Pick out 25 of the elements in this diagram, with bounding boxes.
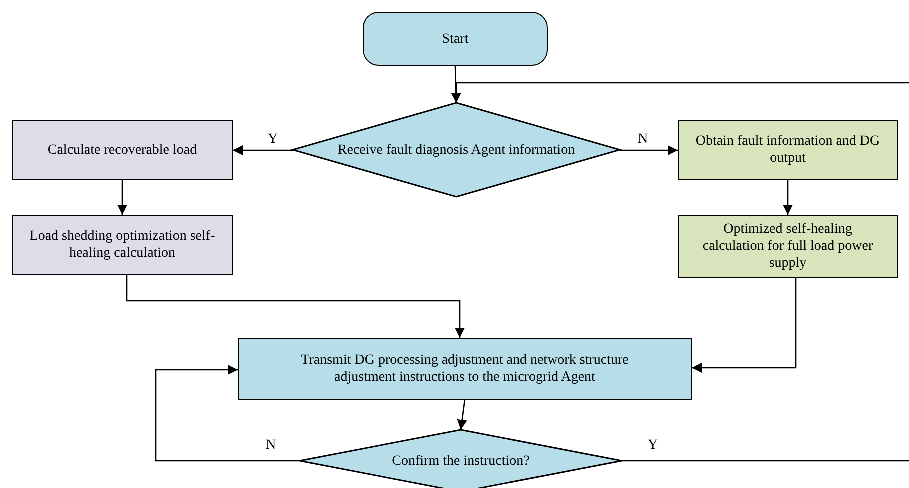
- process-box: [678, 215, 898, 278]
- arrow: [452, 82, 909, 103]
- process-box: [238, 338, 692, 400]
- process-box: [12, 215, 233, 275]
- node-text: Obtain fault information and DG output: [694, 133, 882, 167]
- node-text: Receive fault diagnosis Agent information: [338, 142, 576, 158]
- arrow: [692, 278, 797, 373]
- node-text: Transmit DG processing adjustment and network structure adjustment instructions to the microgrid Agent: [300, 352, 630, 386]
- start-terminal: [363, 12, 548, 66]
- arrow: [457, 400, 468, 430]
- decision-diamond: [293, 103, 620, 197]
- process-box: [12, 120, 233, 180]
- decision-diamond: [300, 430, 622, 488]
- node-text: Load shedding optimization self-healing calculation: [28, 228, 216, 262]
- arrow: [155, 365, 300, 462]
- arrow: [118, 180, 128, 215]
- process-box: [678, 120, 898, 180]
- arrow: [620, 146, 678, 156]
- node-text: Calculate recoverable load: [48, 142, 198, 158]
- arrow: [783, 180, 793, 215]
- arrow: [126, 275, 465, 338]
- arrow: [233, 146, 293, 156]
- node-text: Confirm the instruction?: [392, 452, 530, 470]
- node-text: Start: [442, 30, 469, 48]
- node-text: Optimized self-healing calculation for full load power supply: [702, 221, 874, 272]
